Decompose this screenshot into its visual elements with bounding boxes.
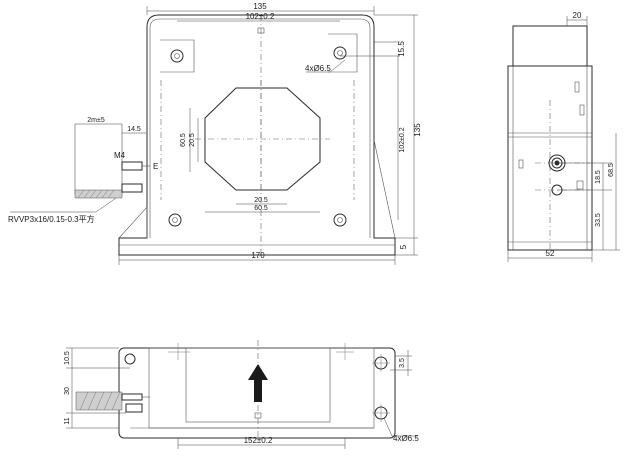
front-left-foot [118, 206, 148, 239]
hole-icon [337, 217, 343, 223]
front-dimensions: 135 102±0.2 170 15.5 102±0.2 135 5 4xØ6.… [8, 2, 422, 265]
leader-line [95, 197, 117, 213]
bottom-marker [254, 412, 262, 419]
hole-icon [124, 353, 136, 365]
cable-length: 2m±5 [87, 117, 105, 124]
bottom-terminal [125, 403, 143, 413]
dim-base-width: 170 [251, 251, 265, 260]
cable-terminal [121, 161, 143, 171]
dim-hole-spacing-vertical: 102±0.2 [399, 127, 406, 152]
dim-side-height-b: 68.5 [608, 163, 615, 177]
cable-screw: M4 [114, 151, 126, 160]
front-base-outline [118, 14, 396, 256]
hole-icon [168, 213, 182, 227]
dim-side-top-width: 20 [573, 11, 582, 20]
front-cable [74, 124, 150, 199]
dim-window-inner-height: 20.5 [189, 133, 196, 147]
hole-boss-top-right [328, 33, 358, 73]
front-inner-outline [149, 18, 371, 238]
cable-terminal-2 [121, 183, 143, 193]
dim-bottom-holes: 4xØ6.5 [393, 434, 419, 443]
dim-side-height-a: 18.5 [595, 170, 602, 184]
dim-side-depth: 52 [546, 249, 555, 258]
side-top-block [512, 25, 588, 67]
hole-icon [333, 213, 347, 227]
cable-braid-hatch [77, 189, 115, 199]
front-view: 135 102±0.2 170 15.5 102±0.2 135 5 4xØ6.… [8, 2, 422, 265]
side-slot [579, 104, 585, 116]
bottom-cable-braid [75, 391, 123, 411]
bottom-view: 10.5 30 11 3.5 152±0.2 4xØ6.5 [64, 340, 419, 449]
dim-front-holes: 4xØ6.5 [305, 64, 331, 73]
dim-top-offset: 15.5 [397, 41, 406, 57]
dim-base-height: 5 [399, 244, 408, 249]
cable-strip: 14.5 [127, 126, 141, 133]
front-window [204, 87, 321, 191]
side-slot [576, 180, 584, 190]
hole-icon [172, 217, 178, 223]
hole-icon [333, 46, 347, 60]
side-view: 20 18.5 68.5 33.5 52 [507, 11, 620, 262]
bottom-cable-hatch [79, 391, 121, 411]
dim-side-height-c: 33.5 [595, 213, 602, 227]
hole-icon [337, 50, 343, 56]
hole-boss-top-left [160, 39, 195, 73]
cable-braid [74, 189, 123, 199]
dim-hole-spacing-top: 102±0.2 [246, 12, 275, 21]
dim-bottom-hole-spacing: 152±0.2 [244, 436, 273, 445]
front-right-foot [373, 139, 396, 239]
direction-arrow-icon [248, 364, 268, 402]
front-mounting-holes [160, 33, 358, 227]
dim-bottom-hole-offset: 3.5 [399, 358, 406, 368]
dim-window-inner-width: 20.5 [254, 197, 268, 204]
hole-icon [170, 49, 184, 63]
dim-overall-width: 135 [253, 2, 267, 11]
dim-window-width: 60.5 [254, 205, 268, 212]
cable-terminal-label: E [153, 162, 158, 171]
dim-window-height: 60.5 [180, 133, 187, 147]
dim-bottom-margin: 11 [64, 417, 71, 424]
dim-overall-height: 135 [413, 123, 422, 137]
side-slot [574, 81, 580, 93]
leader-line [329, 59, 346, 73]
cable-spec: RVVP3x16/0.15-0.3平方 [8, 214, 95, 224]
side-slot [518, 159, 524, 169]
hole-icon [174, 53, 180, 59]
leader-line [383, 417, 393, 437]
dim-bottom-top-margin: 10.5 [64, 351, 71, 365]
front-top-marker [257, 27, 265, 34]
dim-bottom-cable-height: 30 [64, 387, 71, 395]
